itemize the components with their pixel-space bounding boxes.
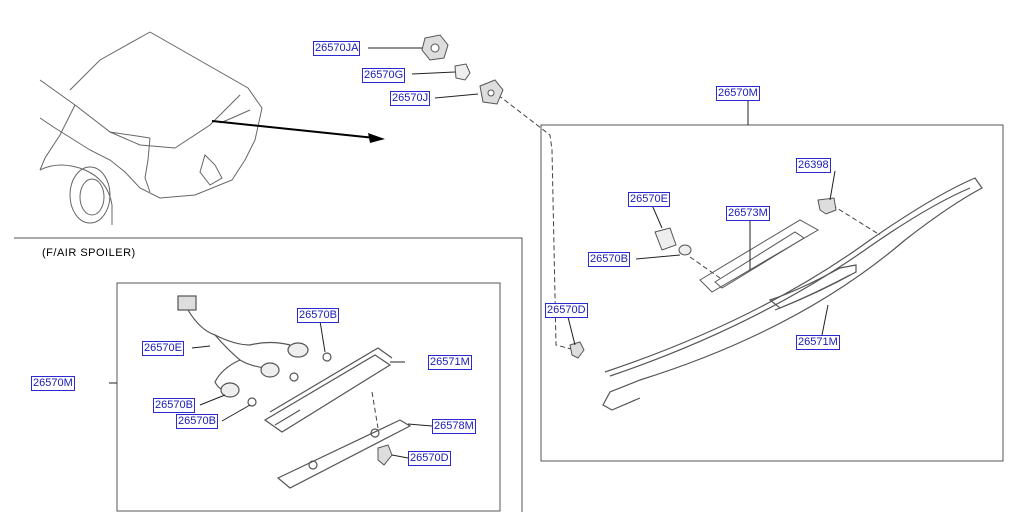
- part-label-26570B-right[interactable]: 26570B: [588, 252, 630, 267]
- left-inner-frame: [116, 282, 501, 512]
- part-label-26570JA[interactable]: 26570JA: [313, 41, 361, 56]
- harness-left: [177, 295, 332, 407]
- part-label-26571M-left[interactable]: 26571M: [428, 355, 472, 370]
- part-label-26570E-right[interactable]: 26570E: [628, 192, 670, 207]
- part-label-26398[interactable]: 26398: [796, 158, 831, 173]
- part-26570D-right-shape: [569, 341, 585, 359]
- part-label-26570G[interactable]: 26570G: [362, 68, 406, 83]
- part-label-26570M-left[interactable]: 26570M: [31, 376, 75, 391]
- part-26570G-shape: [454, 63, 471, 81]
- screw-26570D-left-shape: [377, 444, 393, 466]
- part-26570J-shape: [479, 79, 504, 105]
- part-label-26570J[interactable]: 26570J: [390, 91, 431, 106]
- pointer-arrow-head: [368, 133, 385, 143]
- part-26570E-right-shape: [654, 227, 692, 256]
- part-label-26573M[interactable]: 26573M: [726, 206, 770, 221]
- mount-26578M-shape: [276, 419, 412, 489]
- part-label-26570D-left[interactable]: 26570D: [408, 451, 451, 466]
- part-label-26570M-main[interactable]: 26570M: [716, 86, 760, 101]
- leader-lines: [109, 47, 836, 459]
- part-label-26571M-right[interactable]: 26571M: [796, 335, 840, 350]
- car-rear-sketch: [39, 31, 263, 225]
- part-label-26570E-left[interactable]: 26570E: [142, 341, 184, 356]
- spoiler-body-right: [602, 177, 983, 411]
- part-label-26570B-b[interactable]: 26570B: [153, 398, 195, 413]
- part-label-26570D-right[interactable]: 26570D: [545, 303, 588, 318]
- left-outer-frame: [14, 237, 523, 512]
- part-26570JA-shape: [421, 34, 449, 61]
- pointer-arrow-line: [211, 120, 376, 139]
- right-frame: [540, 124, 1004, 462]
- part-label-26578M[interactable]: 26578M: [432, 419, 476, 434]
- part-label-26570B-a[interactable]: 26570B: [297, 308, 339, 323]
- lamp-26571M-left-shape: [263, 347, 393, 433]
- part-26573M-shape: [699, 219, 820, 293]
- part-label-26570B-c[interactable]: 26570B: [176, 414, 218, 429]
- fair-spoiler-caption: (F/AIR SPOILER): [42, 247, 136, 259]
- dashed-connectors: [371, 94, 881, 429]
- part-26398-shape: [817, 197, 837, 215]
